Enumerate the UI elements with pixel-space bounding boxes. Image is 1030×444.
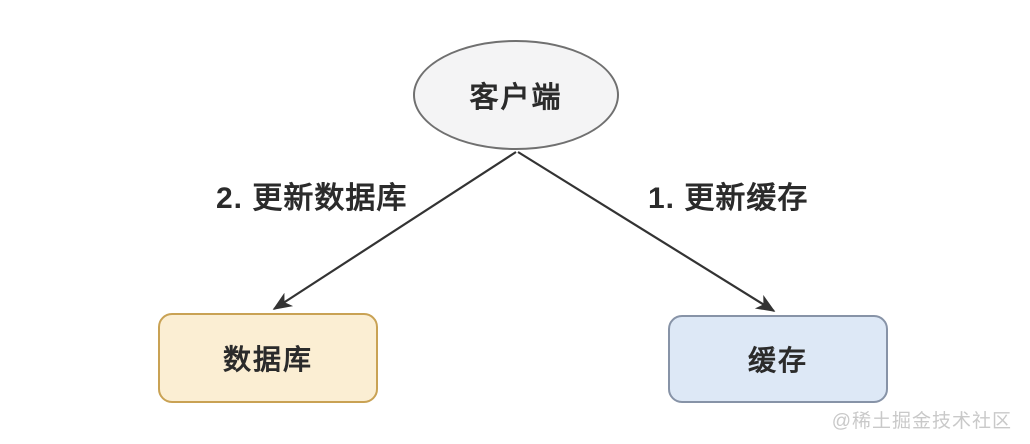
node-database-label: 数据库 <box>222 344 313 375</box>
node-cache: 缓存 <box>668 315 888 403</box>
node-client-label: 客户端 <box>469 82 563 114</box>
watermark: @稀土掘金技术社区 <box>831 411 1012 432</box>
edge-label-update-cache: 1. 更新缓存 <box>648 182 809 215</box>
node-database: 数据库 <box>158 313 378 403</box>
node-client: 客户端 <box>413 40 619 150</box>
edge-label-update-database: 2. 更新数据库 <box>216 182 408 215</box>
arrow-client-to-cache <box>517 151 776 312</box>
node-cache-label: 缓存 <box>747 345 808 376</box>
arrow-client-to-database <box>272 151 517 310</box>
